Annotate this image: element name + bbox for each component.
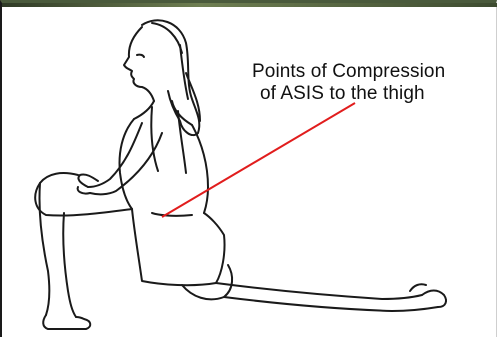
face-profile bbox=[124, 27, 154, 101]
front-foot bbox=[43, 315, 90, 329]
front-shin bbox=[39, 183, 49, 315]
annotation-line-2: of ASIS to the thigh bbox=[260, 83, 425, 105]
annotation-line-1: Points of Compression bbox=[252, 61, 445, 83]
back-foot bbox=[422, 291, 446, 308]
arm bbox=[88, 123, 142, 187]
compression-pointer-line bbox=[162, 103, 355, 217]
lunge-stretch-illustration bbox=[2, 3, 497, 340]
back-leg bbox=[216, 283, 422, 299]
shorts bbox=[132, 209, 225, 285]
hands bbox=[78, 174, 98, 187]
back-knee bbox=[182, 265, 232, 299]
